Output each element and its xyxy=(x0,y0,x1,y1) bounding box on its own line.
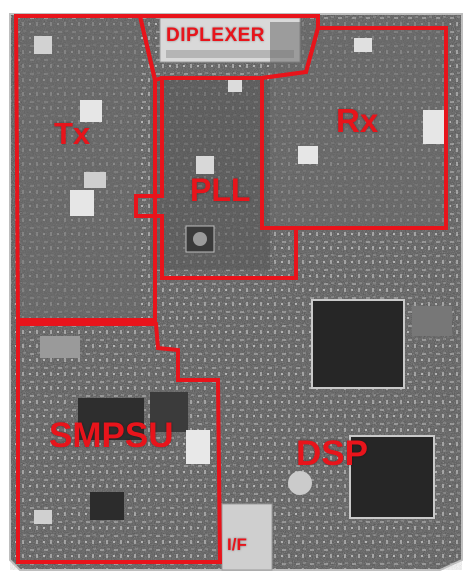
rx-label: Rx xyxy=(336,102,379,139)
analog-devices-chip xyxy=(349,435,435,519)
pll-label: PLL xyxy=(190,172,251,208)
smpsu-region-outline xyxy=(16,322,223,564)
smpsu-label: SMPSU xyxy=(49,416,174,455)
tx-region-outline xyxy=(13,14,157,322)
pll-region-outline xyxy=(134,76,298,280)
main-processor-chip xyxy=(311,299,405,389)
tx-label: Tx xyxy=(54,116,91,151)
diplexer-region-outline xyxy=(137,14,320,83)
diplexer-label: DIPLEXER xyxy=(166,25,266,46)
dsp-label: DSP xyxy=(296,434,368,473)
if-label: I/F xyxy=(227,535,247,554)
